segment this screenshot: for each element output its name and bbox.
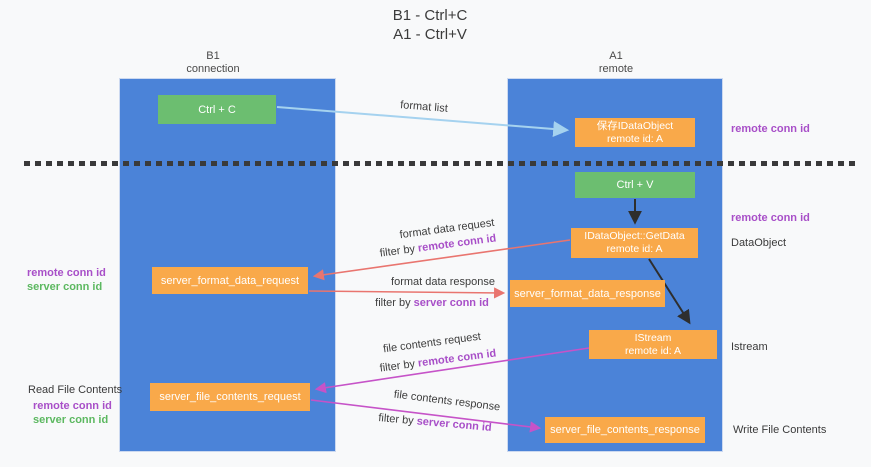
filter-key-server-conn-id: server conn id: [413, 297, 489, 309]
remote-conn-id-label-format-left: remote conn id: [27, 267, 106, 279]
lane-header-a1-line1: A1: [609, 50, 623, 62]
filter-prefix: filter by: [377, 412, 418, 428]
remote-conn-id-label-file-left: remote conn id: [33, 400, 112, 412]
node-ctrl-v-label: Ctrl + V: [616, 179, 654, 191]
node-server-file-contents-request-label: server_file_contents_request: [159, 391, 301, 403]
node-server-format-data-request: server_format_data_request: [152, 267, 308, 294]
dataobject-label: DataObject: [731, 237, 787, 249]
filter-prefix: filter by: [375, 297, 414, 309]
node-save-idataobject-line2: remote id: A: [606, 132, 664, 145]
server-conn-id-label-file-left: server conn id: [33, 414, 109, 426]
filter-prefix: filter by: [379, 357, 419, 375]
node-istream-line2: remote id: A: [624, 344, 682, 357]
format-list-label: format list: [399, 99, 449, 115]
node-server-file-contents-request: server_file_contents_request: [150, 383, 310, 411]
diagram-title: B1 - Ctrl+C A1 - Ctrl+V: [300, 6, 560, 44]
node-istream: IStream remote id: A: [589, 330, 717, 359]
file-contents-response-label: file contents response: [393, 388, 501, 414]
session-divider-dashed-line: [24, 161, 860, 166]
istream-label: Istream: [731, 341, 768, 353]
node-server-file-contents-response: server_file_contents_response: [545, 417, 705, 443]
lane-header-b1: B1 connection: [153, 51, 273, 75]
node-idataobject-getdata-line2: remote id: A: [606, 243, 663, 255]
node-server-format-data-response: server_format_data_response: [510, 280, 665, 307]
node-server-format-data-response-label: server_format_data_response: [514, 287, 661, 300]
node-ctrl-c-label: Ctrl + C: [198, 103, 236, 116]
node-ctrl-c: Ctrl + C: [158, 95, 276, 124]
node-server-format-data-request-label: server_format_data_request: [160, 274, 300, 287]
server-conn-id-label-format-left: server conn id: [27, 281, 103, 293]
lane-header-a1-line2: remote: [598, 63, 634, 75]
node-server-file-contents-response-label: server_file_contents_response: [550, 424, 700, 436]
node-save-idataobject-line1: 保存IDataObject: [596, 119, 674, 132]
format-data-response-arrow: [308, 287, 506, 299]
read-file-contents-label: Read File Contents: [28, 384, 123, 396]
filter-prefix: filter by: [379, 242, 419, 260]
lane-header-b1-line1: B1: [206, 50, 220, 62]
lane-header-b1-line2: connection: [186, 63, 240, 75]
node-idataobject-getdata-line1: IDataObject::GetData: [584, 230, 685, 242]
filter-key-remote-conn-id: remote conn id: [417, 347, 497, 370]
format-data-response-label: format data response: [391, 276, 495, 288]
filter-key-server-conn-id: server conn id: [416, 415, 493, 434]
lane-header-a1: A1 remote: [556, 51, 676, 75]
format-data-request-filter-label: filter by remote conn id: [379, 232, 497, 259]
file-contents-response-filter-label: filter by server conn id: [378, 412, 492, 434]
node-save-idataobject: 保存IDataObject remote id: A: [575, 118, 695, 147]
format-data-response-filter-label: filter by server conn id: [375, 297, 489, 309]
remote-conn-id-label-mid: remote conn id: [731, 212, 810, 224]
title-line-2: A1 - Ctrl+V: [393, 26, 467, 43]
node-idataobject-getdata: IDataObject::GetData remote id: A: [571, 228, 698, 258]
remote-conn-id-label-top: remote conn id: [731, 123, 810, 135]
node-ctrl-v: Ctrl + V: [575, 172, 695, 198]
write-file-contents-label: Write File Contents: [733, 424, 827, 436]
node-istream-line1: IStream: [634, 331, 672, 344]
title-line-1: B1 - Ctrl+C: [392, 7, 468, 24]
